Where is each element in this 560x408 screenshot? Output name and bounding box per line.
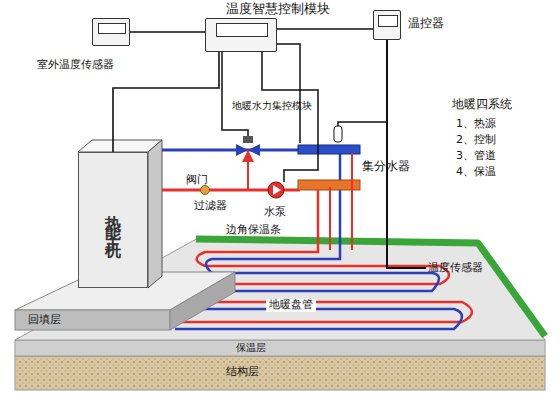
backfill-front (15, 310, 170, 330)
return-pipe (162, 149, 300, 152)
node-heading: 室外温度传感器 (37, 59, 114, 71)
control-wire (277, 44, 300, 143)
insulation-layer (15, 340, 545, 356)
part-label: 地暖盘管 (266, 299, 316, 312)
part-label: 2、控制 (456, 134, 496, 147)
host-side-face (148, 140, 162, 288)
valve-actuator (243, 136, 253, 143)
backfill-side (170, 272, 235, 330)
part-label: 4、保温 (456, 166, 496, 179)
thermostat-box: 温控器 (373, 10, 401, 40)
signal-wire (130, 31, 205, 33)
part-label: 过滤器 (194, 200, 227, 213)
part-label: 1、热源 (456, 118, 496, 131)
outdoor-sensor-box: 室外温度传感器 (92, 18, 130, 46)
control-wire (262, 52, 318, 182)
valve-symbol (242, 150, 254, 162)
thermometer-probe (334, 126, 342, 142)
signal-wire (113, 52, 219, 152)
part-label: 回填层 (28, 314, 61, 327)
part-label: 边角保温条 (226, 224, 281, 237)
manifold-drop-pipes (330, 153, 352, 250)
control-module-box: 温度智慧控制模块 (205, 18, 277, 52)
signal-wire (277, 28, 373, 30)
sensor-wire (338, 122, 387, 134)
return-manifold-bar (298, 145, 360, 154)
pump-symbol (273, 185, 281, 195)
node-label: 热能主机 (104, 202, 122, 238)
node-heading: 温度智慧控制模块 (226, 2, 330, 16)
heat-host-box: 热能主机 (78, 152, 148, 288)
pump-symbol (268, 182, 284, 198)
part-label: 集分水器 (362, 160, 410, 174)
part-label: 3、管道 (456, 150, 496, 163)
part-label: 阀门 (186, 174, 208, 187)
filter-symbol (201, 186, 210, 195)
node-heading: 温控器 (408, 17, 444, 30)
control-wire (222, 52, 248, 136)
part-label: 地暖四系统 (452, 98, 512, 112)
part-label: 温度传感器 (428, 262, 483, 275)
return-coil-pipe (175, 153, 462, 329)
structure-layer (15, 356, 545, 390)
part-label: 结构层 (226, 366, 259, 379)
part-label: 保温层 (236, 342, 266, 354)
sensor-wire (387, 40, 426, 268)
part-label: 地暖水力集控模块 (232, 100, 312, 112)
part-label: 水泵 (264, 206, 286, 219)
